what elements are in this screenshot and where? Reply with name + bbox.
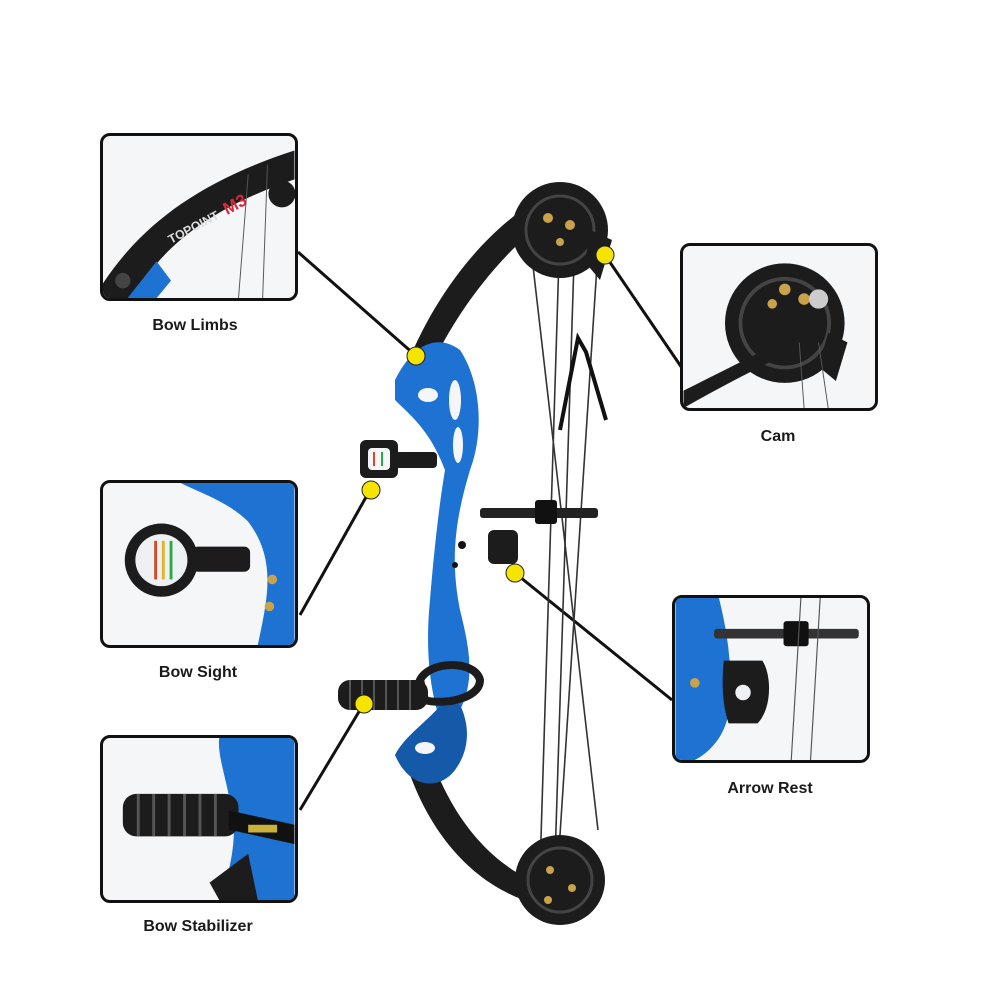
leader-cam xyxy=(603,254,684,369)
riser-lower xyxy=(395,700,467,784)
leader-bow-stabilizer xyxy=(298,704,365,811)
callout-arrow-rest xyxy=(672,595,870,763)
marker-bow-limbs xyxy=(406,346,426,366)
label-arrow-rest: Arrow Rest xyxy=(727,780,813,797)
leader-arrow-rest xyxy=(514,571,673,702)
label-bow-limbs: Bow Limbs xyxy=(152,317,238,334)
label-bow-sight: Bow Sight xyxy=(158,664,238,681)
callout-bow-sight xyxy=(100,480,298,648)
marker-cam xyxy=(595,245,615,265)
bow-limbs-detail-icon: TOPOINT M3 xyxy=(103,150,295,298)
marker-arrow-rest xyxy=(505,563,525,583)
label-bow-stabilizer: Bow Stabilizer xyxy=(143,918,253,935)
cam-detail-icon xyxy=(683,263,848,408)
lower-limb xyxy=(405,755,548,905)
arrow-rest-detail-icon xyxy=(675,598,859,760)
lower-cam-icon xyxy=(515,835,605,925)
callout-cam xyxy=(680,243,878,411)
cable-slide xyxy=(558,332,608,431)
callout-bow-limbs: TOPOINT M3 xyxy=(100,133,298,301)
bow-sight-detail-icon xyxy=(124,483,295,645)
label-cam: Cam xyxy=(760,428,796,445)
arrow-rest-icon xyxy=(480,500,598,564)
leader-bow-sight xyxy=(298,489,372,616)
riser-cutouts xyxy=(415,380,463,754)
yellow-markers xyxy=(354,245,615,714)
bow-strings xyxy=(529,224,599,871)
upper-cam-icon xyxy=(512,182,612,280)
callout-bow-stabilizer xyxy=(100,735,298,903)
bow-sight-icon xyxy=(360,440,437,478)
upper-limb xyxy=(398,198,560,390)
leader-lines xyxy=(297,250,684,811)
bow-stabilizer-detail-icon xyxy=(122,738,295,900)
leader-bow-limbs xyxy=(297,250,416,357)
marker-bow-stabilizer xyxy=(354,694,374,714)
marker-bow-sight xyxy=(361,480,381,500)
